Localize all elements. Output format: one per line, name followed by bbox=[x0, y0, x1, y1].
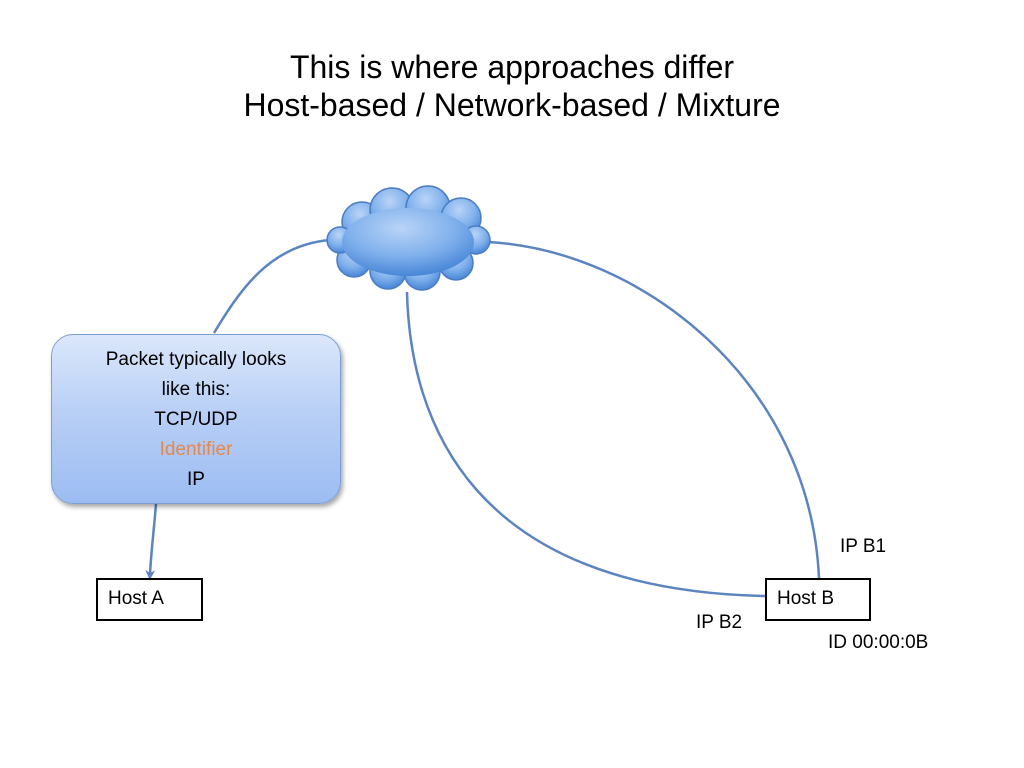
title-line-1: This is where approaches differ bbox=[289, 49, 735, 85]
link-callout-to-cloud bbox=[212, 238, 331, 334]
host-b-label: Host B bbox=[777, 588, 835, 609]
callout-line-1: Packet typically looks bbox=[105, 349, 287, 370]
host-a-label: Host A bbox=[108, 588, 164, 609]
link-callout-to-host-a bbox=[145, 503, 158, 580]
packet-callout: Packet typically looks like this: TCP/UD… bbox=[51, 334, 341, 504]
callout-line-ip: IP bbox=[187, 469, 205, 490]
host-b-box: Host B bbox=[765, 578, 871, 621]
link-cloud-to-ip-b2 bbox=[405, 291, 766, 598]
callout-line-2: like this: bbox=[161, 379, 231, 400]
title-line-2: Host-based / Network-based / Mixture bbox=[243, 87, 781, 123]
ip-b2-label: IP B2 bbox=[696, 612, 743, 633]
ip-b1-label: IP B1 bbox=[840, 536, 887, 557]
cloud-icon bbox=[326, 185, 491, 291]
host-a-box: Host A bbox=[96, 578, 203, 621]
link-cloud-to-ip-b1 bbox=[487, 240, 821, 579]
callout-line-tcp-udp: TCP/UDP bbox=[154, 409, 238, 430]
slide-title: This is where approaches differ Host-bas… bbox=[0, 48, 1024, 124]
callout-line-identifier: Identifier bbox=[159, 439, 233, 460]
host-b-id-label: ID 00:00:0B bbox=[828, 632, 929, 653]
